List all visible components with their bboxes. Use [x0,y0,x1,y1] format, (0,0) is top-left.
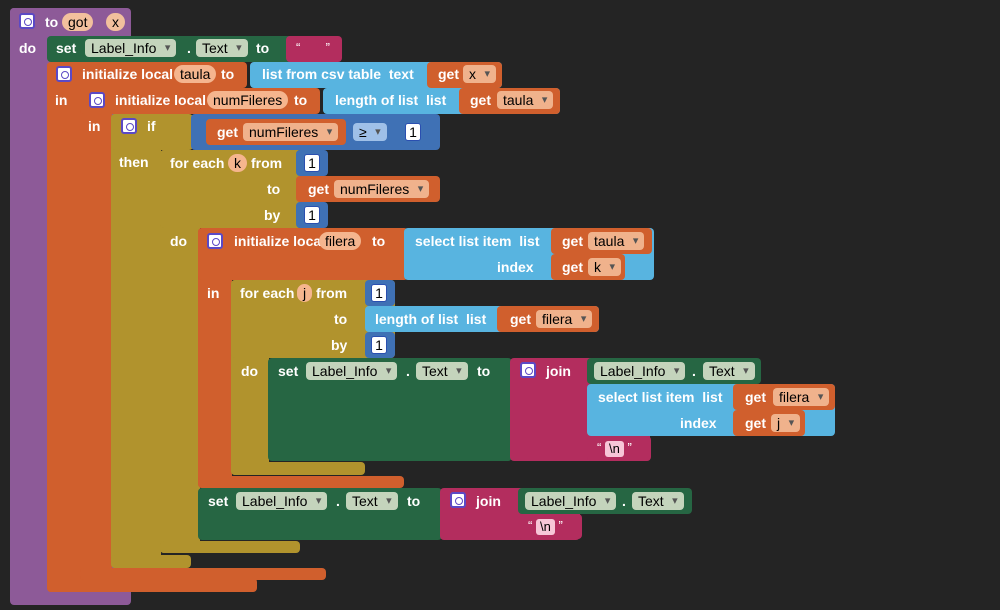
to-keyword: to [221,66,235,82]
join-keyword: join [476,493,501,509]
loop-var-k[interactable]: k [228,154,247,172]
if-keyword: if [147,118,156,134]
get-keyword: get [745,389,766,405]
set-keyword: set [278,363,299,379]
dot-separator: . [622,493,626,509]
variable-dropdown-filera[interactable]: filera [773,388,830,406]
component-dropdown[interactable]: Label_Info [306,362,398,380]
to-keyword: to [256,40,270,56]
text-string-value[interactable]: “ ” [296,40,330,55]
variable-dropdown-x[interactable]: x [463,65,496,83]
initialize-local-numfileres-block[interactable] [80,88,112,580]
to-keyword: to [334,311,348,327]
do-keyword: do [170,233,188,249]
component-dropdown[interactable]: Label_Info [85,39,177,57]
length-of-list-label: length of list list [335,92,447,108]
variable-dropdown-numfileres[interactable]: numFileres [243,123,339,141]
variable-dropdown-filera[interactable]: filera [536,310,593,328]
get-keyword: get [510,311,531,327]
to-keyword: to [267,181,281,197]
variable-dropdown-k[interactable]: k [588,258,621,276]
index-keyword: index [680,415,717,431]
initialize-local-keyword: initialize local [115,92,207,108]
from-keyword: from [316,285,348,301]
property-dropdown[interactable]: Text [632,492,684,510]
variable-dropdown-j[interactable]: j [771,414,801,432]
dot-separator: . [187,40,191,56]
text-string-value[interactable]: “ \n ” [597,440,632,457]
property-dropdown[interactable]: Text [703,362,755,380]
length-of-list-label: length of list list [375,311,487,327]
get-keyword: get [308,181,329,197]
join-mutator-gear-icon[interactable] [450,492,466,508]
property-dropdown[interactable]: Text [196,39,248,57]
for-each-keyword: for each [240,285,295,301]
number-block-1[interactable]: 1 [371,284,387,302]
component-dropdown[interactable]: Label_Info [594,362,686,380]
in-keyword: in [88,118,101,134]
loop-var-j[interactable]: j [297,284,313,302]
do-keyword: do [241,363,259,379]
procedure-name-field[interactable]: got [62,13,94,31]
from-keyword: from [251,155,283,171]
select-list-item-label: select list item list [598,389,723,405]
to-keyword: to [477,363,491,379]
text-string-block-empty[interactable] [286,36,342,62]
set-keyword: set [208,493,229,509]
get-keyword: get [745,415,766,431]
initialize-local-keyword: initialize local [234,233,326,249]
local-var-mutator-gear-icon[interactable] [89,92,105,108]
number-block-1[interactable]: 1 [304,206,320,224]
get-keyword: get [438,66,459,82]
if-mutator-gear-icon[interactable] [121,118,137,134]
component-dropdown[interactable]: Label_Info [236,492,328,510]
get-keyword: get [217,124,238,140]
number-block-1[interactable]: 1 [304,154,320,172]
then-keyword: then [119,154,149,170]
get-keyword: get [562,259,583,275]
procedure-to-keyword: to [45,14,59,30]
if-block[interactable] [111,114,161,568]
component-dropdown[interactable]: Label_Info [525,492,617,510]
local-var-mutator-gear-icon[interactable] [207,233,223,249]
variable-dropdown-taula[interactable]: taula [497,91,554,109]
select-list-item-label: select list item list [415,233,540,249]
to-keyword: to [294,92,308,108]
property-dropdown[interactable]: Text [416,362,468,380]
by-keyword: by [331,337,348,353]
property-dropdown[interactable]: Text [346,492,398,510]
to-keyword: to [372,233,386,249]
dot-separator: . [336,493,340,509]
get-keyword: get [470,92,491,108]
local-var-name-taula[interactable]: taula [174,65,217,83]
join-keyword: join [546,363,571,379]
local-var-name-filera[interactable]: filera [319,232,362,250]
dot-separator: . [406,363,410,379]
local-var-name-numfileres[interactable]: numFileres [207,91,289,109]
number-block-1[interactable]: 1 [371,336,387,354]
set-keyword: set [56,40,77,56]
local-var-mutator-gear-icon[interactable] [56,66,72,82]
by-keyword: by [264,207,281,223]
get-keyword: get [562,233,583,249]
to-keyword: to [407,493,421,509]
text-string-value[interactable]: “ \n ” [528,518,563,535]
for-each-keyword: for each [170,155,225,171]
procedure-do-keyword: do [19,40,37,56]
procedure-mutator-gear-icon[interactable] [19,13,35,29]
join-mutator-gear-icon[interactable] [520,362,536,378]
compare-operator-dropdown[interactable]: ≥ [353,123,387,141]
index-keyword: index [497,259,534,275]
initialize-local-keyword: initialize local [82,66,174,82]
variable-dropdown-numfileres[interactable]: numFileres [334,180,430,198]
dot-separator: . [692,363,696,379]
variable-dropdown-taula[interactable]: taula [588,232,645,250]
number-block-1[interactable]: 1 [405,123,421,141]
list-from-csv-table-label: list from csv table text [262,66,414,82]
in-keyword: in [55,92,68,108]
in-keyword: in [207,285,220,301]
procedure-param-x[interactable]: x [106,13,125,31]
